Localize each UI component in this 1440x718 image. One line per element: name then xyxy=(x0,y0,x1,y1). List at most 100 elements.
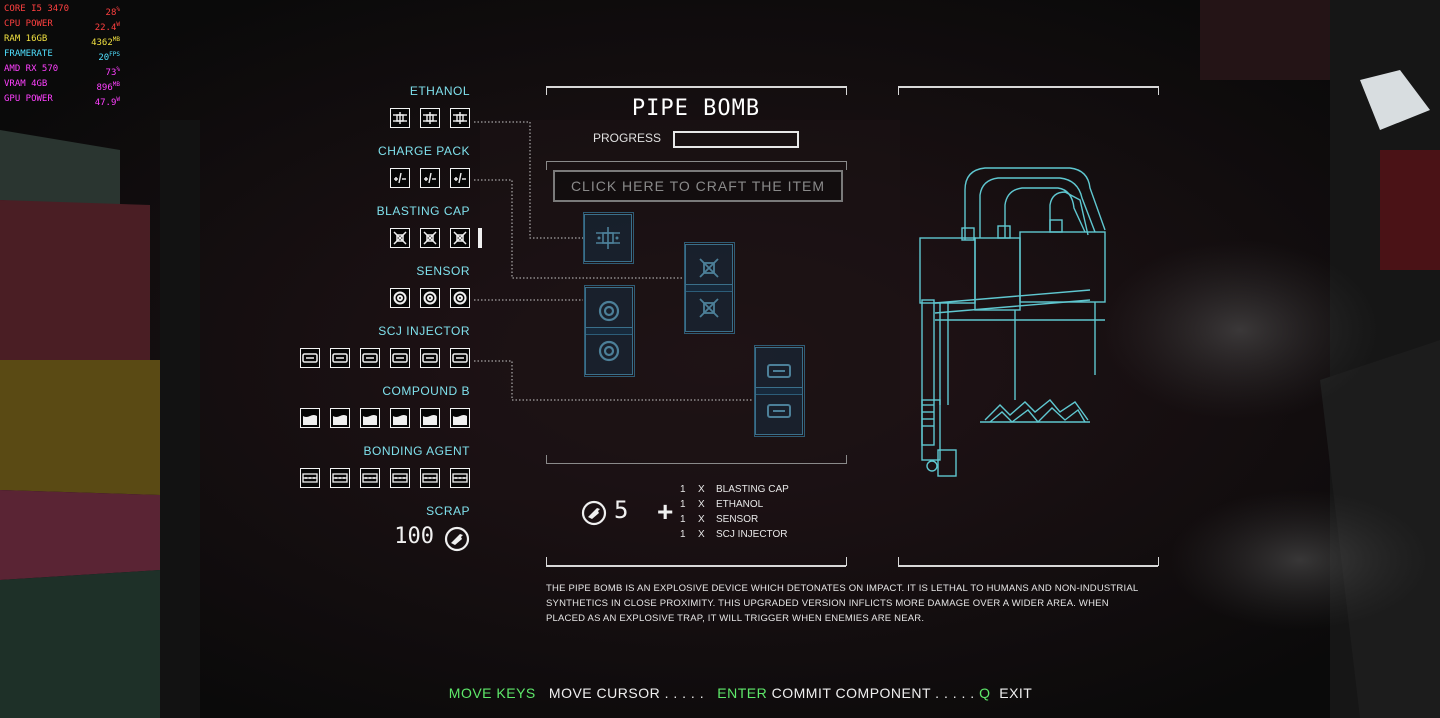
control-action-commit: COMMIT COMPONENT . . . . . xyxy=(771,685,975,701)
component-slot-blasting-cap-2[interactable] xyxy=(685,284,733,332)
charge-pack-icon xyxy=(454,172,466,184)
resource-slot-compound-b[interactable] xyxy=(330,408,350,428)
resource-slot-compound-b[interactable] xyxy=(420,408,440,428)
bonding-agent-icon xyxy=(362,473,378,483)
sensor-icon xyxy=(598,300,620,322)
resource-slot-scj-injector[interactable] xyxy=(360,348,380,368)
overlay-value: 896MB xyxy=(96,81,121,93)
resource-slot-ethanol[interactable] xyxy=(420,108,440,128)
resource-slot-blasting-cap[interactable] xyxy=(390,228,410,248)
resource-slot-compound-b[interactable] xyxy=(360,408,380,428)
control-key-enter: ENTER xyxy=(717,685,768,701)
blasting-cap-icon xyxy=(423,231,437,245)
control-key-q[interactable]: Q xyxy=(979,685,991,701)
overlay-value: 4362MB xyxy=(91,36,120,48)
overlay-value: 20FPS xyxy=(98,51,120,63)
scj-injector-icon xyxy=(332,353,348,363)
blasting-cap-icon xyxy=(699,298,719,318)
craft-item-button[interactable]: CLICK HERE TO CRAFT THE ITEM xyxy=(553,170,843,202)
component-group-sensor xyxy=(584,285,635,377)
scj-injector-icon xyxy=(422,353,438,363)
progress-bar xyxy=(673,131,799,148)
scj-injector-icon xyxy=(392,353,408,363)
resource-slot-ethanol[interactable] xyxy=(450,108,470,128)
scj-injector-icon xyxy=(302,353,318,363)
scrap-icon xyxy=(581,500,607,526)
resource-slot-scj-injector[interactable] xyxy=(450,348,470,368)
resource-slot-sensor[interactable] xyxy=(390,288,410,308)
component-slot-ethanol[interactable] xyxy=(584,214,632,262)
compound-b-icon xyxy=(453,415,467,425)
scj-injector-icon xyxy=(767,404,791,418)
schematic-frame-top-right xyxy=(1148,86,1159,95)
resource-slot-compound-b[interactable] xyxy=(390,408,410,428)
resource-slot-compound-b[interactable] xyxy=(300,408,320,428)
resource-slot-sensor[interactable] xyxy=(450,288,470,308)
ethanol-icon xyxy=(423,112,437,124)
scrap-label: SCRAP xyxy=(426,504,470,518)
schematic-frame-bottom xyxy=(898,565,1158,567)
overlay-value: 47.9W xyxy=(94,96,120,108)
ethanol-icon xyxy=(453,112,467,124)
component-slot-scj-injector-2[interactable] xyxy=(755,387,803,435)
resource-slot-blasting-cap[interactable] xyxy=(420,228,440,248)
resource-slot-bonding-agent[interactable] xyxy=(330,468,350,488)
bonding-agent-icon xyxy=(422,473,438,483)
resource-slot-blasting-cap[interactable] xyxy=(450,228,470,248)
scrap-cost: 5 xyxy=(614,496,629,524)
control-action-exit[interactable]: EXIT xyxy=(999,685,1033,701)
resource-slot-scj-injector[interactable] xyxy=(390,348,410,368)
resource-slot-scj-injector[interactable] xyxy=(420,348,440,368)
compound-b-icon xyxy=(363,415,377,425)
resource-slot-bonding-agent[interactable] xyxy=(360,468,380,488)
overlay-label: CPU POWER xyxy=(4,19,53,29)
overlay-value: 73% xyxy=(105,66,120,78)
panel-frame-bottom-left xyxy=(546,557,557,566)
sensor-icon xyxy=(393,291,407,305)
resource-name-sensor: SENSOR xyxy=(416,264,470,278)
resource-slot-scj-injector[interactable] xyxy=(300,348,320,368)
item-title: PIPE BOMB xyxy=(631,96,761,121)
resource-slot-bonding-agent[interactable] xyxy=(450,468,470,488)
progress-label: PROGRESS xyxy=(593,131,662,145)
control-key-move: MOVE KEYS xyxy=(448,685,536,701)
charge-pack-icon xyxy=(424,172,436,184)
resource-slot-scj-injector[interactable] xyxy=(330,348,350,368)
resource-slot-bonding-agent[interactable] xyxy=(420,468,440,488)
overlay-row: AMD RX 570 73% xyxy=(4,64,120,79)
resource-slot-compound-b[interactable] xyxy=(450,408,470,428)
resource-slot-charge-pack[interactable] xyxy=(450,168,470,188)
schematic-frame-top xyxy=(898,86,1158,88)
bonding-agent-icon xyxy=(392,473,408,483)
resource-name-bonding-agent: BONDING AGENT xyxy=(363,444,470,458)
scrap-amount: 100 xyxy=(394,524,434,549)
inner-frame-left xyxy=(546,161,555,170)
resource-slot-charge-pack[interactable] xyxy=(390,168,410,188)
plus-sign: + xyxy=(657,496,674,527)
component-slot-sensor-2[interactable] xyxy=(585,327,633,375)
inner-frame-bottom-left xyxy=(546,455,555,464)
bonding-agent-icon xyxy=(332,473,348,483)
sensor-icon xyxy=(453,291,467,305)
resource-slot-bonding-agent[interactable] xyxy=(390,468,410,488)
resource-slot-sensor[interactable] xyxy=(420,288,440,308)
resource-name-compound-b: COMPOUND B xyxy=(382,384,470,398)
inner-frame-bottom-right xyxy=(838,455,847,464)
blasting-cap-icon xyxy=(453,231,467,245)
blasting-cap-icon xyxy=(393,231,407,245)
overlay-label: AMD RX 570 xyxy=(4,64,59,74)
resource-slot-bonding-agent[interactable] xyxy=(300,468,320,488)
compound-b-icon xyxy=(303,415,317,425)
inner-frame-bottom-line xyxy=(546,463,846,464)
resource-slot-charge-pack[interactable] xyxy=(420,168,440,188)
resource-slot-ethanol[interactable] xyxy=(390,108,410,128)
scj-injector-icon xyxy=(362,353,378,363)
